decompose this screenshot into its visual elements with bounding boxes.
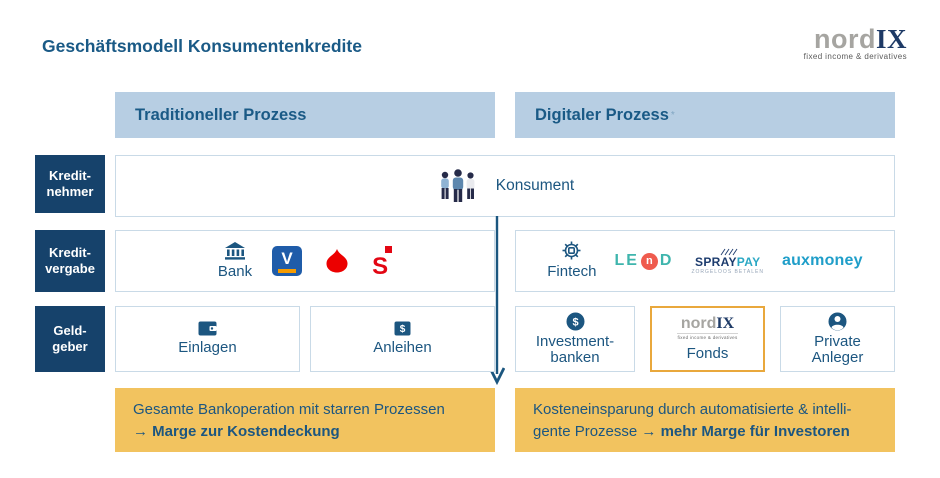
outcome-traditional-line1: Gesamte Bankoperation mit starren Prozes…	[133, 401, 445, 418]
volksbank-orange-bar	[278, 269, 297, 273]
svg-text:$: $	[400, 324, 406, 335]
row-label-line: Geld-	[53, 322, 87, 338]
header-traditional-label: Traditioneller Prozess	[135, 105, 307, 124]
person-circle-icon	[828, 312, 847, 331]
outcome-digital-line2-bold: mehr Marge für Investoren	[660, 422, 850, 440]
spraypay-logo: SPRAYPAY ZORGELOOS BETALEN	[691, 248, 763, 275]
logo-text-blue: IX	[875, 24, 907, 54]
mini-logo-rule	[677, 332, 738, 334]
chip-gear-icon	[562, 241, 581, 260]
outcome-traditional-line2: → Marge zur Kostendeckung	[133, 422, 340, 440]
lend-n-circle: n	[640, 252, 658, 270]
row-label-line: vergabe	[45, 261, 95, 276]
outcome-digital-box: Kosteneinsparung durch automatisierte & …	[515, 388, 895, 452]
sparkasse-dot	[385, 246, 393, 253]
investmentbanken-label-line: Investment-	[535, 332, 615, 350]
investmentbanken-label-line: banken	[550, 349, 600, 366]
mini-logo-tagline: fixed income & derivatives	[677, 334, 738, 340]
outcome-traditional-box: Gesamte Bankoperation mit starren Prozes…	[115, 388, 495, 452]
row-label-line: geber	[52, 339, 88, 354]
sparkasse-letter: S	[372, 253, 389, 280]
volksbank-letter: V	[281, 249, 293, 268]
spraypay-tagline: ZORGELOOS BETALEN	[691, 268, 764, 275]
private-anleger-label-line: Private	[814, 332, 861, 350]
anleihen-label: Anleihen	[373, 339, 432, 357]
page-title: Geschäftsmodell Konsumentenkredite	[42, 36, 362, 56]
nordix-mini-logo: nordIX fixed income & derivatives	[677, 314, 738, 341]
outcome-digital-line1: Kosteneinsparung durch automatisierte & …	[533, 401, 852, 418]
investmentbanken-box: $ Investment- banken	[515, 306, 635, 372]
kreditvergabe-traditional-box: Bank V S	[115, 230, 495, 292]
einlagen-label: Einlagen	[178, 339, 237, 357]
row-label-kreditvergabe: Kredit- vergabe	[35, 230, 105, 292]
einlagen-box: Einlagen	[115, 306, 300, 372]
logo-tagline: fixed income & derivatives	[803, 52, 907, 61]
logo-text-gray: nord	[813, 24, 876, 54]
svg-text:$: $	[572, 316, 578, 328]
nordix-fonds-box: nordIX fixed income & derivatives Fonds	[650, 306, 765, 372]
dollar-circle-icon: $	[566, 312, 585, 331]
sparkasse-logo-icon: S	[372, 246, 393, 280]
mini-logo-text-blue: IX	[716, 314, 735, 332]
header-digital-label: Digitaler Prozess	[535, 105, 669, 124]
fintech-label: Fintech	[547, 263, 597, 281]
banknote-icon: $	[394, 321, 411, 336]
private-anleger-box: Private Anleger	[780, 306, 895, 372]
nordix-logo: nordIX fixed income & derivatives	[804, 26, 907, 61]
row-label-line: Kredit-	[49, 244, 91, 260]
outcome-digital-line2-normal: gente Prozesse →	[533, 422, 661, 440]
wallet-icon	[198, 321, 217, 336]
nordix-logotype: nordIX	[804, 26, 907, 53]
lend-logo: LE n D	[614, 252, 673, 270]
row-label-line: Kredit-	[49, 167, 91, 183]
private-anleger-label-line: Anleger	[811, 349, 864, 366]
people-group-icon	[436, 167, 482, 205]
konsument-box: Konsument	[115, 155, 895, 217]
santander-flame-icon	[322, 247, 352, 275]
lend-text-le: LE	[614, 252, 639, 269]
spraypay-text-spray: SPRAY	[695, 254, 737, 269]
row-label-line: nehmer	[46, 184, 94, 199]
mini-logo-text-gray: nord	[680, 314, 717, 332]
volksbank-logo-icon: V	[272, 246, 303, 276]
spray-mist-icon	[717, 248, 739, 256]
lend-text-d: D	[659, 252, 674, 269]
anleihen-box: $ Anleihen	[310, 306, 495, 372]
bank-label: Bank	[217, 262, 253, 280]
header-traditional-process: Traditioneller Prozess	[115, 92, 495, 138]
row-label-kreditnehmer: Kredit- nehmer	[35, 155, 105, 213]
bank-building-icon	[224, 241, 246, 260]
down-arrow-icon	[489, 216, 505, 386]
digital-footnote-mark: *	[670, 109, 675, 121]
fonds-label: Fonds	[686, 345, 729, 363]
row-label-geldgeber: Geld- geber	[35, 306, 105, 372]
auxmoney-logo: auxmoney	[781, 252, 863, 269]
header-digital-process: Digitaler Prozess *	[515, 92, 895, 138]
konsument-label: Konsument	[495, 177, 575, 195]
spraypay-text-pay: PAY	[736, 254, 761, 269]
kreditvergabe-digital-box: Fintech LE n D SPRAYPAY ZORGELOOS BETALE…	[515, 230, 895, 292]
